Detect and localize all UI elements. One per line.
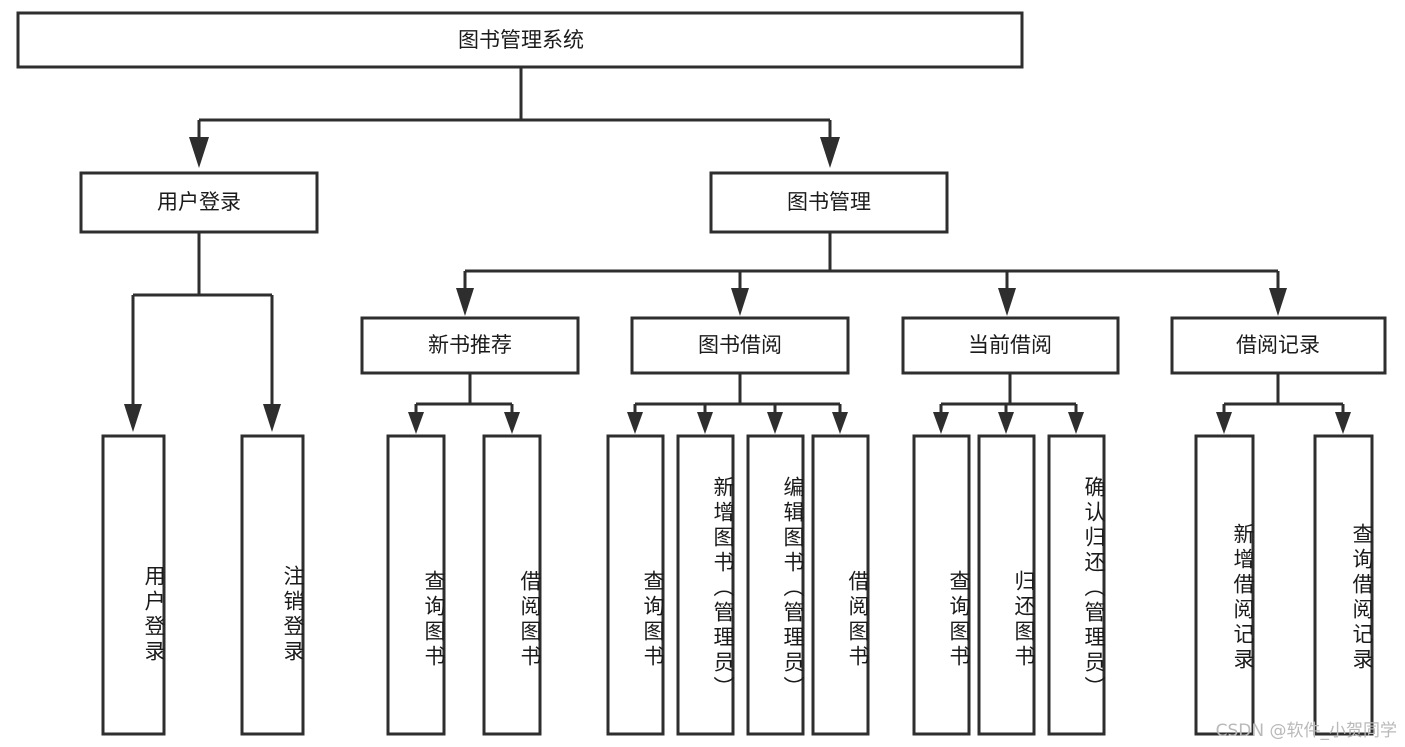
node-current-borrow-box[interactable]: [901, 316, 1120, 375]
arrow-head-new-book-recommend: [456, 288, 474, 316]
leaf-group-borrow-record: [1194, 434, 1374, 736]
leaf-group-book-borrow: [606, 434, 870, 736]
arrow-head-leaf-edit-book: [767, 412, 783, 434]
arrow-head-leaf-borrow-book-2: [832, 412, 848, 434]
node-book-manage[interactable]: 图书管理: [709, 171, 949, 234]
node-borrow-record[interactable]: 借阅记录: [1170, 316, 1387, 375]
connector-root-to-level2: [189, 67, 840, 168]
arrow-head-leaf-add-book: [697, 412, 713, 434]
leaf-group-current-borrow: [912, 434, 1106, 736]
arrow-head-leaf-add-record: [1216, 412, 1232, 434]
arrow-head-leaf-user-login: [124, 404, 142, 432]
arrow-head-leaf-query-book-3: [933, 412, 949, 434]
connector-book-borrow-to-leaves: [627, 373, 848, 434]
node-book-borrow-box[interactable]: [630, 316, 850, 375]
node-borrow-record-box[interactable]: [1170, 316, 1387, 375]
node-root-system-box[interactable]: [16, 11, 1024, 69]
node-new-book-recommend-label: 新书推荐: [428, 333, 512, 357]
connector-book-manage-to-level3: [456, 232, 1287, 316]
node-book-manage-label: 图书管理: [787, 190, 871, 214]
node-current-borrow[interactable]: 当前借阅: [901, 316, 1120, 375]
node-new-book-recommend[interactable]: 新书推荐: [360, 316, 580, 375]
node-root-system-label: 图书管理系统: [458, 28, 584, 52]
node-book-borrow[interactable]: 图书借阅: [630, 316, 850, 375]
arrow-head-leaf-query-record: [1335, 412, 1351, 434]
leaf-edit-book-box[interactable]: [746, 434, 805, 736]
arrow-head-user-login: [189, 137, 209, 168]
arrow-head-leaf-confirm-return: [1068, 412, 1084, 434]
node-user-login-label: 用户登录: [157, 190, 241, 214]
node-current-borrow-label: 当前借阅: [968, 333, 1052, 357]
connector-current-borrow-to-leaves: [933, 373, 1084, 434]
arrow-head-book-manage: [820, 137, 840, 168]
arrow-head-leaf-query-book-2: [627, 412, 643, 434]
node-borrow-record-label: 借阅记录: [1236, 333, 1320, 357]
leaf-user-logout-box[interactable]: [240, 434, 305, 736]
leaf-group-new-book-recommend: [386, 434, 542, 736]
arrow-head-leaf-user-logout: [263, 404, 281, 432]
arrow-head-leaf-borrow-book-1: [504, 412, 520, 434]
leaf-query-book-1-box[interactable]: [386, 434, 446, 736]
leaf-add-book-box[interactable]: [676, 434, 735, 736]
arrow-head-borrow-record: [1269, 288, 1287, 316]
node-user-login[interactable]: 用户登录: [79, 171, 319, 234]
arrow-head-leaf-return-book: [998, 412, 1014, 434]
connector-user-login-to-leaves: [124, 232, 281, 432]
leaf-query-book-3-box[interactable]: [912, 434, 971, 736]
leaf-query-record-box[interactable]: [1313, 434, 1374, 736]
connector-new-book-recommend-to-leaves: [408, 373, 520, 434]
leaf-user-login-box[interactable]: [101, 434, 166, 736]
arrow-head-leaf-query-book-1: [408, 412, 424, 434]
leaf-group-user-login: [101, 434, 305, 736]
leaf-return-book-box[interactable]: [977, 434, 1036, 736]
connector-borrow-record-to-leaves: [1216, 373, 1351, 434]
leaf-add-record-box[interactable]: [1194, 434, 1255, 736]
csdn-watermark: CSDN @软件_小贺同学: [1215, 721, 1397, 741]
arrow-head-current-borrow: [998, 288, 1016, 316]
arrow-head-book-borrow: [731, 288, 749, 316]
node-book-manage-box[interactable]: [709, 171, 949, 234]
leaf-confirm-return-box[interactable]: [1047, 434, 1106, 736]
node-user-login-box[interactable]: [79, 171, 319, 234]
node-book-borrow-label: 图书借阅: [698, 333, 782, 357]
node-new-book-recommend-box[interactable]: [360, 316, 580, 375]
leaf-borrow-book-1-box[interactable]: [482, 434, 542, 736]
leaf-query-book-2-box[interactable]: [606, 434, 665, 736]
node-root-system[interactable]: 图书管理系统: [16, 11, 1024, 69]
leaf-borrow-book-2-box[interactable]: [811, 434, 870, 736]
